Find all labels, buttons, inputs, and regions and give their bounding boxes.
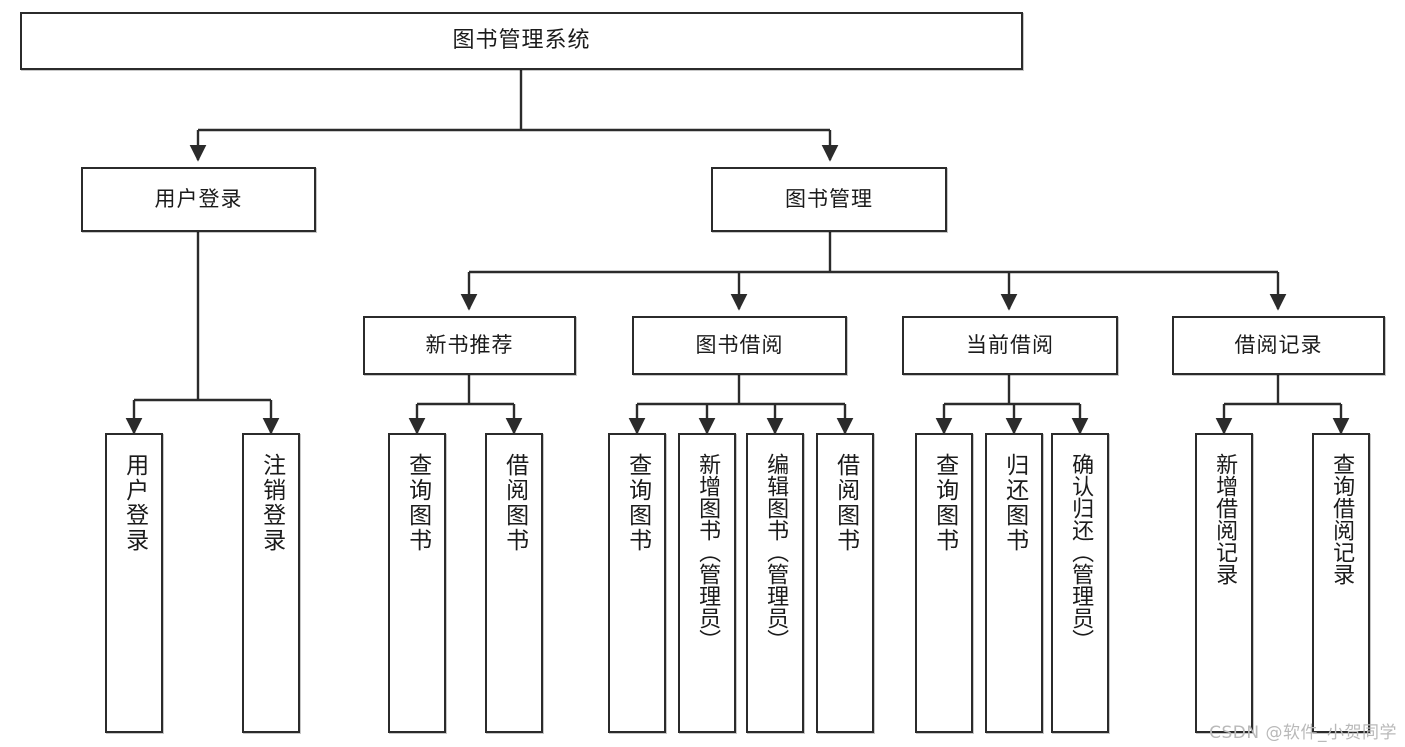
node-leaf-borrow-book-a-label: 借阅图书 <box>501 453 528 553</box>
node-leaf-logout[interactable]: 注销登录 <box>242 433 300 733</box>
node-leaf-query-book-a-label: 查询图书 <box>404 453 431 553</box>
node-user-login-label: 用户登录 <box>154 187 243 212</box>
node-borrow-record[interactable]: 借阅记录 <box>1172 316 1385 375</box>
node-leaf-confirm-return-label: 确认归还（管理员） <box>1068 453 1094 651</box>
node-book-borrow[interactable]: 图书借阅 <box>632 316 847 375</box>
node-leaf-user-login-label: 用户登录 <box>121 453 148 553</box>
node-leaf-return-book[interactable]: 归还图书 <box>985 433 1043 733</box>
node-leaf-borrow-book-b[interactable]: 借阅图书 <box>816 433 874 733</box>
node-root[interactable]: 图书管理系统 <box>20 12 1023 70</box>
node-leaf-query-book-a[interactable]: 查询图书 <box>388 433 446 733</box>
node-root-label: 图书管理系统 <box>452 28 591 54</box>
node-current-borrow[interactable]: 当前借阅 <box>902 316 1118 375</box>
node-leaf-borrow-book-b-label: 借阅图书 <box>832 453 859 553</box>
node-book-borrow-label: 图书借阅 <box>695 333 784 358</box>
node-leaf-borrow-book-a[interactable]: 借阅图书 <box>485 433 543 733</box>
watermark: CSDN @软件_小贺同学 <box>1209 723 1397 743</box>
node-leaf-logout-label: 注销登录 <box>258 453 285 553</box>
node-leaf-query-record[interactable]: 查询借阅记录 <box>1312 433 1370 733</box>
node-leaf-add-record-label: 新增借阅记录 <box>1212 453 1238 585</box>
node-new-book-rec-label: 新书推荐 <box>425 333 514 358</box>
node-book-mgmt-label: 图书管理 <box>785 187 873 212</box>
node-leaf-confirm-return[interactable]: 确认归还（管理员） <box>1051 433 1109 733</box>
node-leaf-query-book-b[interactable]: 查询图书 <box>608 433 666 733</box>
node-leaf-user-login[interactable]: 用户登录 <box>105 433 163 733</box>
node-current-borrow-label: 当前借阅 <box>966 333 1054 358</box>
node-leaf-query-book-c-label: 查询图书 <box>931 453 958 553</box>
node-user-login[interactable]: 用户登录 <box>81 167 316 232</box>
node-borrow-record-label: 借阅记录 <box>1234 333 1323 358</box>
node-leaf-add-book-label: 新增图书（管理员） <box>695 453 721 651</box>
node-book-mgmt[interactable]: 图书管理 <box>711 167 947 232</box>
node-leaf-query-book-b-label: 查询图书 <box>624 453 651 553</box>
node-leaf-return-book-label: 归还图书 <box>1001 453 1028 553</box>
node-leaf-query-record-label: 查询借阅记录 <box>1329 453 1355 585</box>
node-leaf-add-record[interactable]: 新增借阅记录 <box>1195 433 1253 733</box>
node-leaf-edit-book[interactable]: 编辑图书（管理员） <box>746 433 804 733</box>
node-leaf-edit-book-label: 编辑图书（管理员） <box>763 453 789 651</box>
node-new-book-rec[interactable]: 新书推荐 <box>363 316 576 375</box>
node-leaf-add-book[interactable]: 新增图书（管理员） <box>678 433 736 733</box>
node-leaf-query-book-c[interactable]: 查询图书 <box>915 433 973 733</box>
